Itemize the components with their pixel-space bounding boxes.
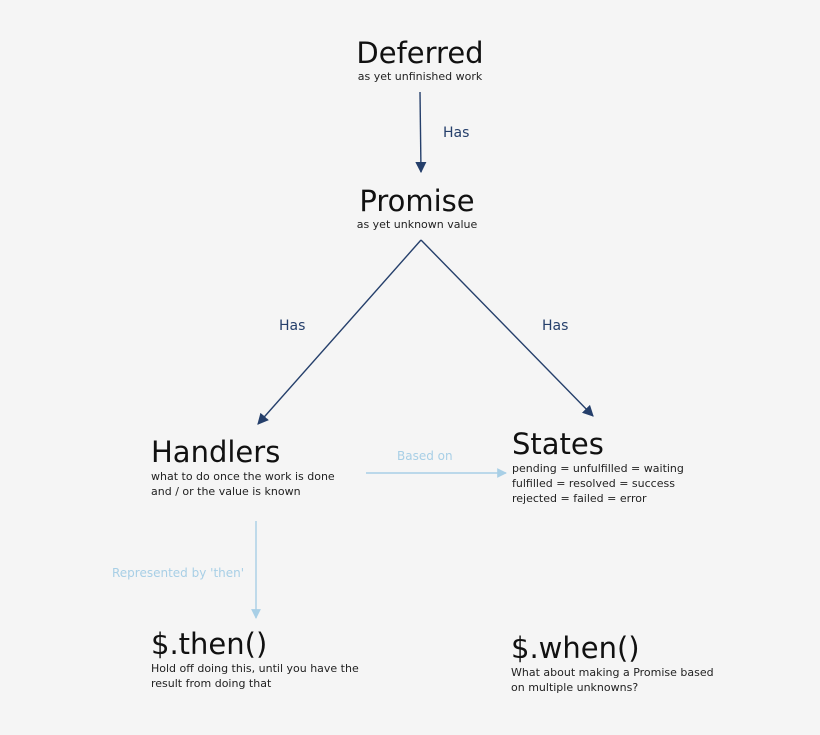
node-promise-title: Promise [359,184,475,218]
node-then-subtitle-line: result from doing that [151,677,272,690]
node-promise: Promise as yet unknown value [317,185,517,232]
node-when-subtitle-line: on multiple unknowns? [511,681,639,694]
node-states-subtitle-line: fulfilled = resolved = success [512,477,675,490]
node-deferred-subtitle: as yet unfinished work [357,70,483,83]
edge-label-deferred-promise: Has [443,125,470,141]
node-when: $.when() What about making a Promise bas… [511,632,714,695]
node-handlers-subtitle-line: what to do once the work is done [151,470,335,483]
node-deferred: Deferred as yet unfinished work [320,37,520,84]
node-when-subtitle-line: What about making a Promise based [511,666,714,679]
arrow-promise-to-states [420,239,594,417]
node-handlers: Handlers what to do once the work is don… [151,436,335,499]
node-then-subtitle-line: Hold off doing this, until you have the [151,662,359,675]
node-then: $.then() Hold off doing this, until you … [151,628,359,691]
node-then-title: $.then() [151,627,268,661]
edge-label-handlers-states: Based on [397,449,453,463]
node-states-subtitle-line: rejected = failed = error [512,492,647,505]
node-states-title: States [512,427,604,461]
node-deferred-title: Deferred [356,36,484,70]
edge-label-handlers-then: Represented by 'then' [112,566,245,580]
node-when-title: $.when() [511,631,640,665]
node-handlers-subtitle-line: and / or the value is known [151,485,301,498]
arrow-deferred-to-promise [415,91,427,174]
node-handlers-title: Handlers [151,435,281,469]
node-states-subtitle-line: pending = unfulfilled = waiting [512,462,684,475]
arrow-promise-to-handlers [257,239,422,425]
edge-label-promise-handlers: Has [279,318,306,334]
edge-label-promise-states: Has [542,318,569,334]
node-promise-subtitle: as yet unknown value [356,218,478,231]
node-states: States pending = unfulfilled = waiting f… [512,428,684,506]
